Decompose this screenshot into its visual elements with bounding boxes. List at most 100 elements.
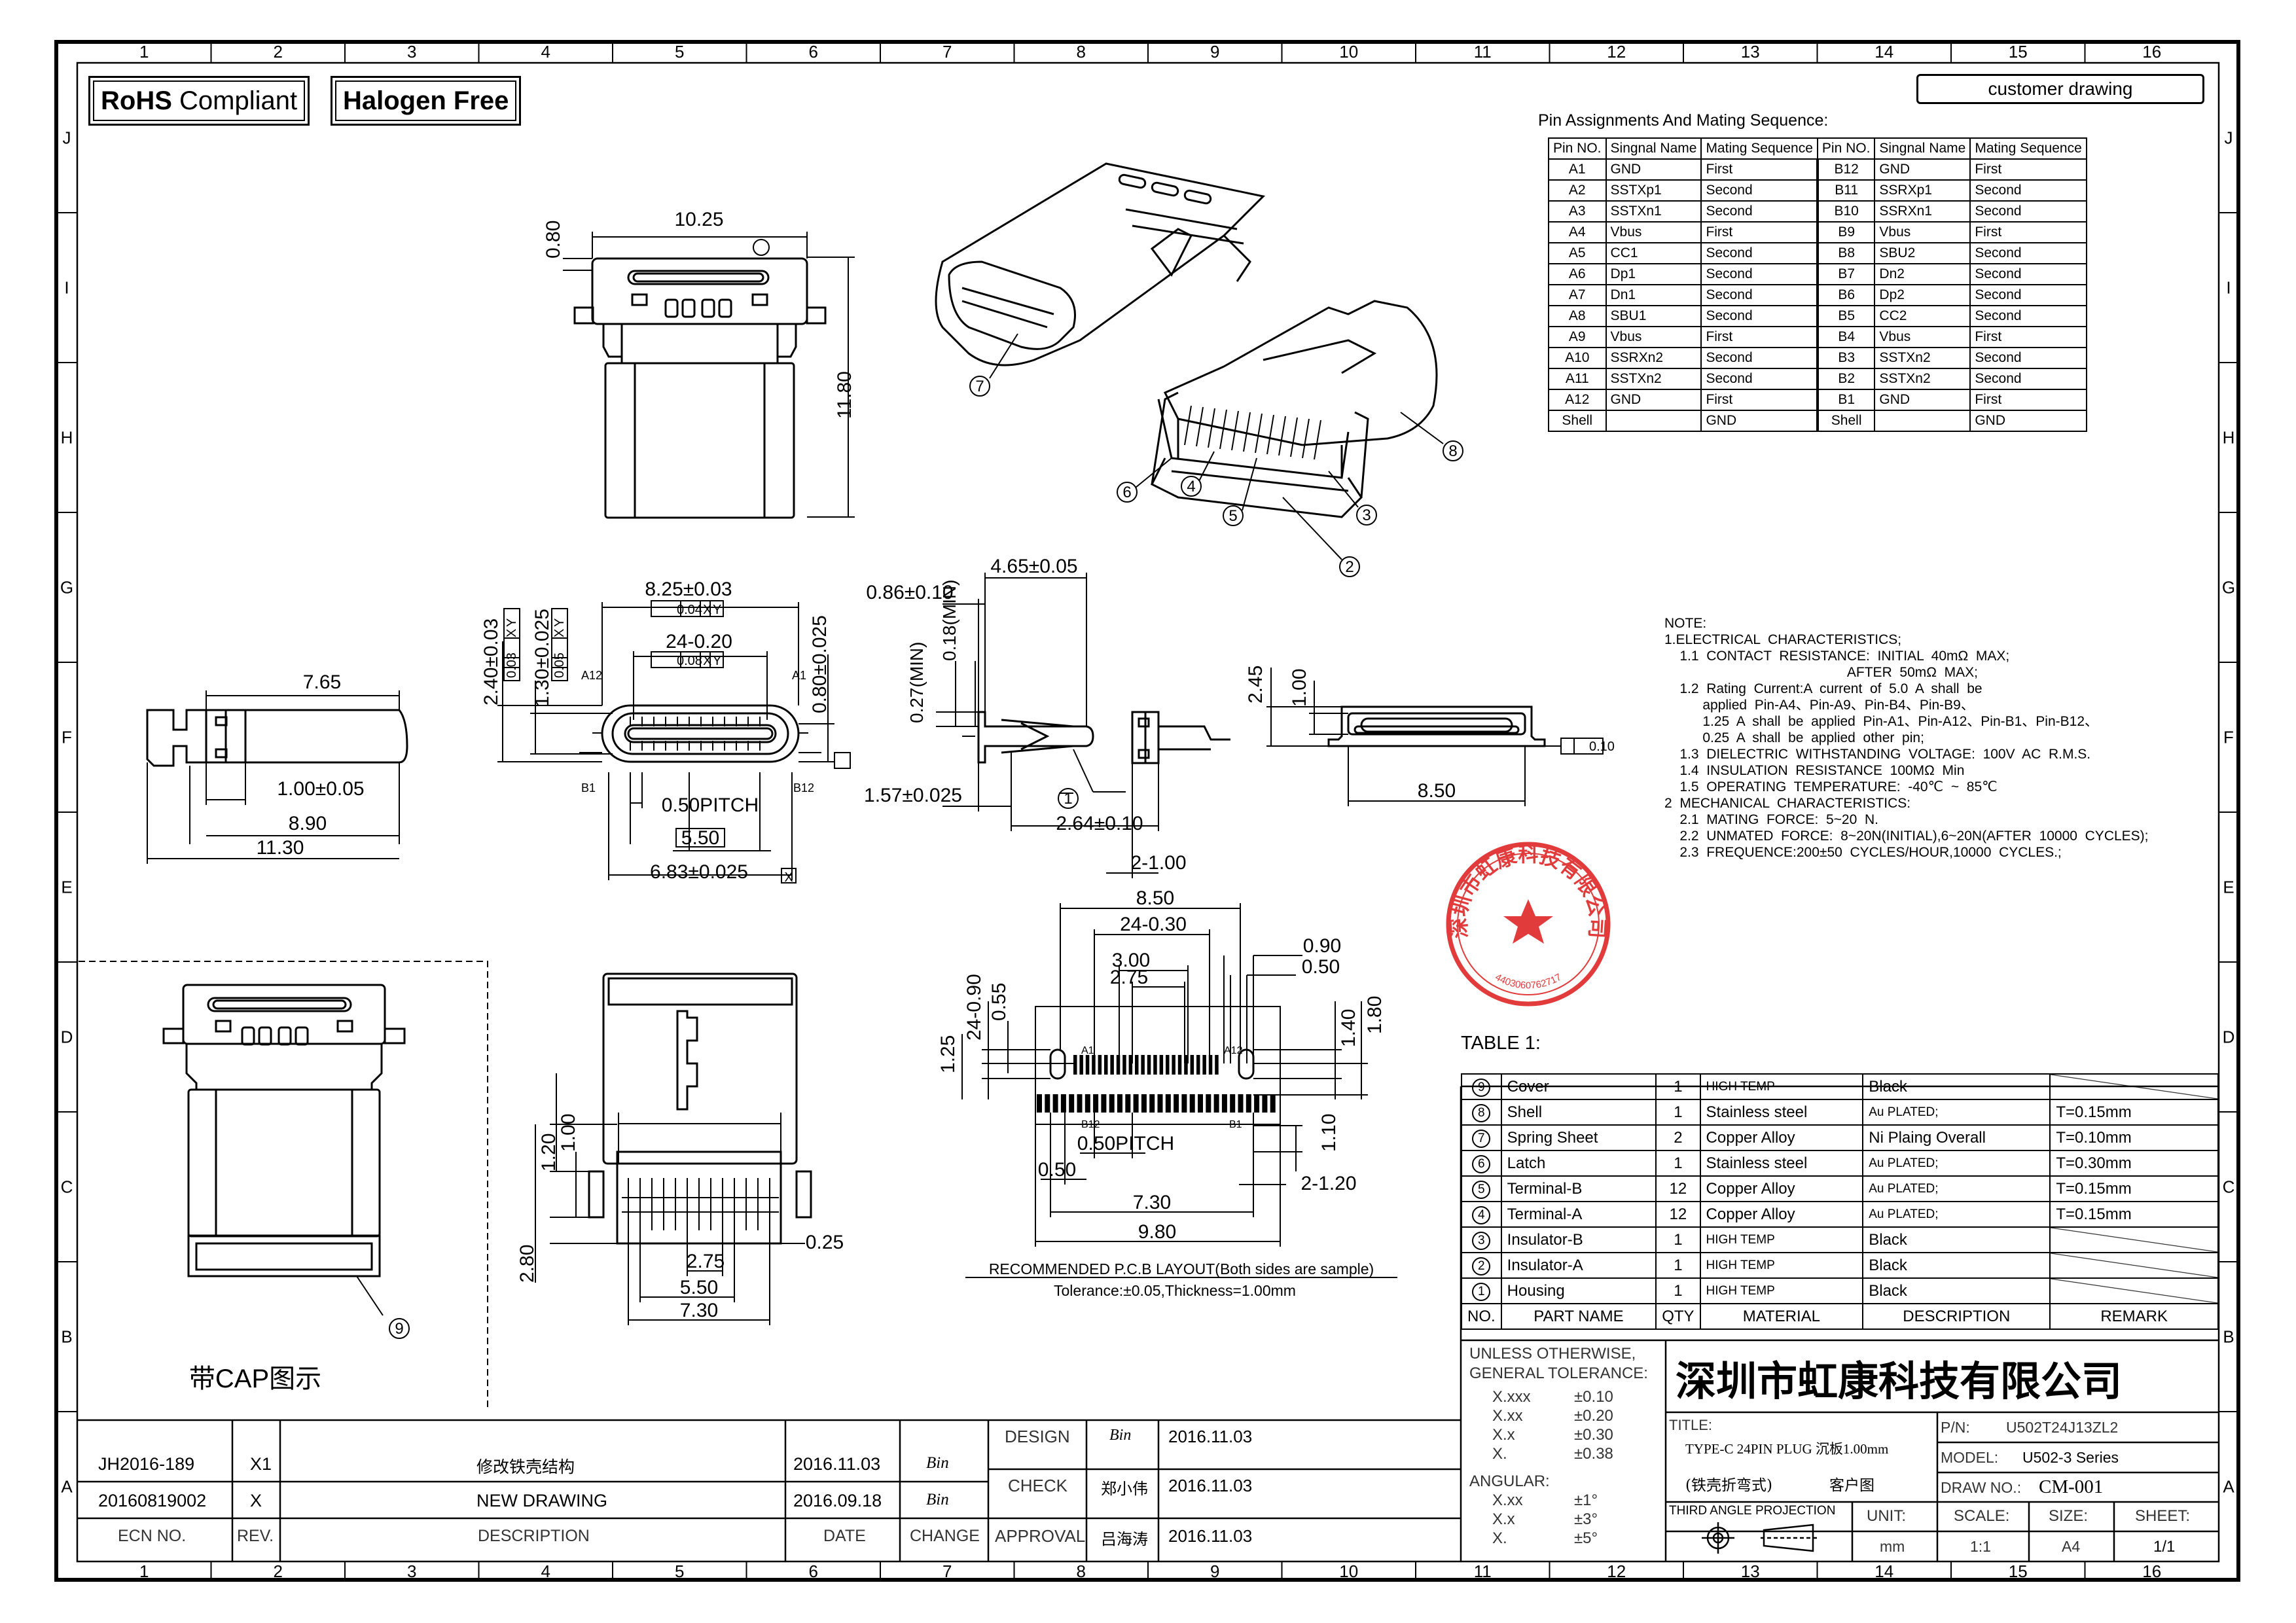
grid-row-label: G [60, 578, 73, 597]
customer-drawing-label: customer drawing [1916, 74, 2204, 104]
parts-cell-material: Copper Alloy [1699, 1201, 1864, 1228]
approval-date: 2016.11.03 [1168, 1526, 1253, 1546]
parts-cell-name: Shell [1500, 1099, 1657, 1126]
pin-table-cell: Second [1969, 263, 2087, 285]
pin-table-cell: GND [1605, 389, 1702, 411]
parts-cell-name: Cover [1500, 1073, 1657, 1100]
rev-header-change: CHANGE [910, 1527, 980, 1545]
balloon-7: 7 [975, 378, 984, 395]
pin-table-cell: GND [1874, 389, 1971, 411]
pcb-pad-top [1135, 1055, 1139, 1075]
pin-label-a1: A1 [792, 669, 806, 682]
parts-cell-qty: QTY [1655, 1303, 1701, 1330]
pin-table-cell: Dn1 [1605, 284, 1702, 306]
dim-bottom-120: 1.20 [538, 1133, 560, 1171]
pin-table-cell: Dn2 [1874, 263, 1971, 285]
note-line: 1.5 OPERATING TEMPERATURE: -40℃ ~ 85℃ [1664, 779, 1998, 794]
parts-cell-qty: 12 [1655, 1175, 1701, 1202]
grid-row-label: D [61, 1027, 73, 1047]
note-line: 1.25 A shall be applied Pin-A1、Pin-A12、P… [1664, 714, 2099, 729]
pcb-pad-top [1196, 1055, 1200, 1075]
pin-table-cell: A5 [1548, 242, 1607, 264]
title-line-1: TYPE-C 24PIN PLUG 沉板1.00mm [1685, 1441, 1889, 1457]
pcb-pad-top [1172, 1055, 1175, 1075]
pcb-pad-top [1159, 1055, 1164, 1075]
pcb-pad-top [1177, 1055, 1182, 1075]
gd-t-value-4: 0.05 [552, 652, 567, 678]
parts-cell-material: HIGH TEMP [1699, 1073, 1864, 1100]
note-line: 1.4 INSULATION RESISTANCE 100MΩ Min [1664, 763, 1965, 778]
grid-column-label: 6 [809, 1561, 818, 1581]
balloon-5: 5 [1229, 507, 1237, 525]
grid-column-label: 4 [541, 1561, 550, 1581]
pcb-pad-top [1073, 1055, 1077, 1075]
pin-table-cell: A6 [1548, 263, 1607, 285]
dim-side-100: 1.00±0.05 [277, 778, 364, 800]
company-name: 深圳市虹康科技有限公司 [1676, 1357, 2123, 1405]
balloon-6: 6 [1122, 484, 1131, 501]
pin-table-cell: Vbus [1874, 326, 1971, 348]
dim-pcb-24-090: 24-0.90 [963, 974, 985, 1041]
note-line: 2.1 MATING FORCE: 5~20 N. [1664, 812, 1878, 827]
pcb-pad-bottom [1206, 1094, 1211, 1113]
pcb-pad-bottom [1085, 1094, 1090, 1113]
note-line: 1.3 DIELECTRIC WITHSTANDING VOLTAGE: 100… [1664, 747, 2091, 762]
design-label: DESIGN [1005, 1427, 1070, 1446]
parts-cell-no: 8 [1461, 1099, 1502, 1126]
revision-cell-desc: 修改铁壳结构 [476, 1457, 575, 1476]
pin-table-cell: GND [1605, 158, 1702, 181]
pin-table-cell: Second [1700, 200, 1819, 223]
pcb-pad-bottom [1262, 1094, 1268, 1113]
gd-t-datum-x-4: X [552, 629, 567, 637]
dim-pcb-pitch: 0.50PITCH [1077, 1133, 1174, 1154]
pcb-pad-top [1092, 1055, 1096, 1075]
pcb-pad-bottom [1189, 1094, 1195, 1113]
pin-table-cell: Second [1700, 179, 1819, 202]
grid-row-label: G [2222, 578, 2235, 597]
scale-value: 1:1 [1970, 1538, 1991, 1555]
pcb-pad-bottom [1109, 1094, 1115, 1113]
rev-header-ecn: ECN NO. [118, 1527, 187, 1545]
pin-table-cell: A7 [1548, 284, 1607, 306]
gd-t-value-2: 0.08 [677, 654, 702, 668]
dim-section-465: 4.65±0.05 [990, 556, 1077, 577]
pin-table-cell: A10 [1548, 347, 1607, 369]
pcb-pad-top [1098, 1055, 1102, 1075]
angular-value: ±1° [1574, 1491, 1598, 1509]
angular-row: X.±5° [1492, 1529, 1598, 1548]
pin-table-cell: A2 [1548, 179, 1607, 202]
pin-table-cell: Vbus [1605, 221, 1702, 243]
dim-pcb-850: 8.50 [1136, 887, 1174, 909]
pin-table-cell: A1 [1548, 158, 1607, 181]
parts-cell-desc: Au PLATED; [1862, 1099, 2051, 1126]
pin-table-cell: B11 [1816, 179, 1876, 202]
pcb-pad-bottom [1174, 1094, 1179, 1113]
pcb-pad-top [1153, 1055, 1157, 1075]
angular-row: X.xx±1° [1492, 1491, 1598, 1510]
revision-cell-change: Bin [926, 1491, 949, 1508]
pin-table-cell: Second [1969, 368, 2087, 390]
pcb-pad-bottom [1101, 1094, 1107, 1113]
tolerance-row: X.x±0.30 [1492, 1425, 1613, 1444]
pin-table-cell: B10 [1816, 200, 1876, 223]
parts-cell-name: PART NAME [1500, 1303, 1657, 1330]
pin-table-cell: Shell [1548, 410, 1607, 432]
design-date: 2016.11.03 [1168, 1427, 1253, 1446]
grid-column-label: 16 [2142, 42, 2161, 62]
angular-label: ANGULAR: [1469, 1472, 1550, 1490]
dim-front-080: 0.80±0.025 [809, 615, 831, 713]
pin-table-cell: First [1700, 221, 1819, 243]
rev-header-desc: DESCRIPTION [478, 1527, 590, 1545]
side-view [146, 690, 408, 864]
grid-row-label: E [2223, 878, 2234, 897]
balloons: 7 8 6 4 5 3 2 1 9 [389, 333, 1463, 1339]
parts-cell-name: Terminal-B [1500, 1175, 1657, 1202]
pcb-pad-bottom [1149, 1094, 1155, 1113]
check-date: 2016.11.03 [1168, 1476, 1253, 1495]
